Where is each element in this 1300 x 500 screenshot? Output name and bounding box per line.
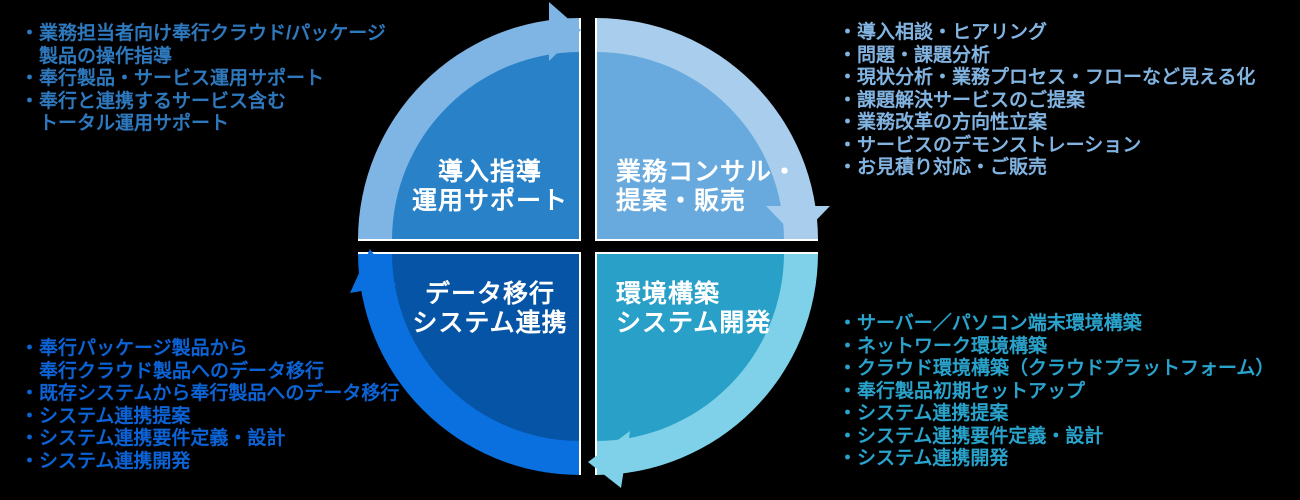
list-item: ・奉行製品初期セットアップ	[838, 380, 1086, 402]
quadrant-top-left	[358, 18, 581, 241]
quadrant-bottom-left-edge	[358, 252, 581, 475]
label-line: 業務コンサル・	[616, 158, 799, 186]
list-item: トータル運用サポート	[20, 113, 230, 134]
arrow-right-icon	[766, 206, 830, 239]
list-item: ・システム連携提案	[20, 405, 191, 427]
list-item: ・奉行パッケージ製品から	[20, 338, 248, 359]
list-item: ・ネットワーク環境構築	[838, 335, 1048, 357]
service-list-bottom-right: ・サーバー／パソコン端末環境構築 ・ネットワーク環境構築 ・クラウド環境構築（ク…	[838, 313, 1274, 471]
arrow-bottom-icon	[588, 431, 630, 488]
list-item: 製品の操作指導	[20, 45, 173, 67]
quadrant-top-right-edge	[595, 18, 818, 241]
quadrant-bottom-right-edge	[595, 252, 818, 475]
label-line: 環境構築	[616, 280, 721, 308]
label-line: 運用サポート	[411, 187, 568, 215]
service-list-bottom-left: ・奉行パッケージ製品から 奉行クラウド製品へのデータ移行 ・既存システムから奉行…	[20, 338, 399, 473]
label-line: システム開発	[616, 309, 772, 337]
quadrant-bottom-left-shape	[392, 253, 580, 441]
arrow-left-icon	[350, 249, 396, 293]
service-list-top-right: ・導入相談・ヒアリング ・問題・課題分析 ・現状分析・業務プロセス・フローなど見…	[838, 22, 1255, 180]
quadrant-top-right	[595, 18, 818, 241]
list-item: ・現状分析・業務プロセス・フローなど見える化	[838, 67, 1256, 88]
label-line: 提案・販売	[616, 187, 747, 215]
quadrant-bottom-right	[595, 252, 818, 475]
list-item: ・サービスのデモンストレーション	[838, 134, 1142, 156]
list-item: ・システム連携要件定義・設計	[20, 428, 286, 449]
list-item: ・システム連携要件定義・設計	[838, 425, 1104, 447]
quadrant-label-top-left: 導入指導 運用サポート	[404, 158, 576, 216]
quadrant-top-left-shape	[392, 52, 580, 240]
list-item: ・導入相談・ヒアリング	[838, 22, 1048, 43]
quadrant-label-bottom-left: データ移行 システム連携	[404, 280, 576, 338]
quadrant-bottom-left	[358, 252, 581, 475]
quadrant-top-right-shape	[596, 52, 784, 240]
list-item: ・業務担当者向け奉行クラウド/パッケージ	[20, 23, 386, 44]
quadrant-bottom-right-shape	[596, 253, 784, 441]
arrow-top-icon	[549, 2, 581, 61]
list-item: ・奉行製品・サービス運用サポート	[20, 68, 325, 89]
list-item: ・システム連携提案	[838, 403, 1009, 424]
quadrant-top-left-edge	[358, 18, 581, 241]
label-line: データ移行	[424, 280, 555, 308]
list-item: ・サーバー／パソコン端末環境構築	[838, 313, 1142, 334]
label-line: 導入指導	[437, 158, 542, 186]
service-list-top-left: ・業務担当者向け奉行クラウド/パッケージ 製品の操作指導 ・奉行製品・サービス運…	[20, 23, 386, 136]
list-item: ・既存システムから奉行製品へのデータ移行	[20, 383, 400, 404]
list-item: ・お見積り対応・ご販売	[838, 157, 1048, 178]
quadrant-label-bottom-right: 環境構築 システム開発	[616, 280, 771, 338]
list-item: ・問題・課題分析	[838, 44, 991, 66]
list-item: ・業務改革の方向性立案	[838, 112, 1048, 133]
list-item: 奉行クラウド製品へのデータ移行	[20, 360, 325, 382]
list-item: ・システム連携開発	[838, 448, 1009, 469]
list-item: ・課題解決サービスのご提案	[838, 89, 1086, 111]
list-item: ・システム連携開発	[20, 450, 191, 472]
list-item: ・クラウド環境構築（クラウドプラットフォーム）	[838, 358, 1275, 379]
quadrant-label-top-right: 業務コンサル・ 提案・販売	[616, 158, 798, 216]
label-line: システム連携	[412, 309, 568, 337]
list-item: ・奉行と連携するサービス含む	[20, 90, 287, 112]
